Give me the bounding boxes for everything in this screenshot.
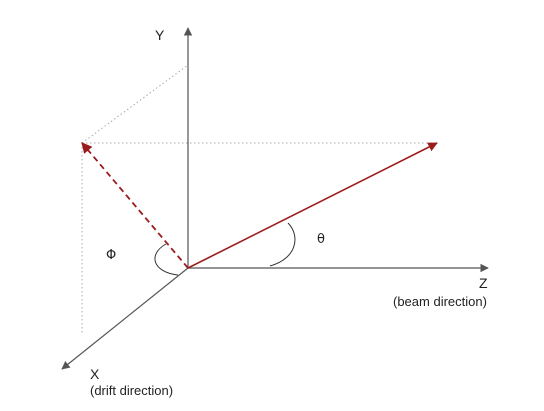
phi-arc — [154, 243, 179, 276]
x-axis — [61, 267, 189, 370]
phi-label: Φ — [106, 248, 116, 263]
projected-vector — [81, 142, 189, 269]
z-axis-sublabel: (beam direction) — [393, 294, 487, 309]
theta-arc — [269, 222, 296, 267]
guide-diagonal — [81, 64, 189, 144]
x-axis-sublabel: (drift direction) — [90, 383, 173, 398]
x-axis-label: X — [90, 366, 100, 382]
beam-vector — [187, 142, 438, 269]
y-axis-label: Y — [155, 27, 165, 43]
z-axis-label: Z — [479, 275, 488, 291]
theta-label: θ — [317, 232, 325, 247]
